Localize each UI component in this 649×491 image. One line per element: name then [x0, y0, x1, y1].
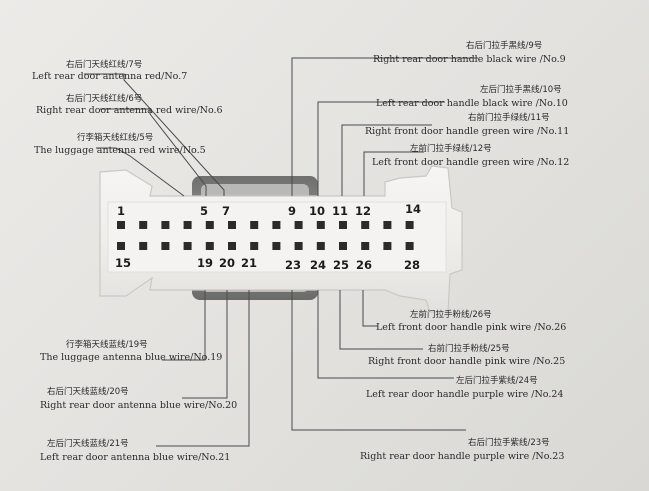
- pin-number-25: 25: [333, 258, 350, 272]
- pin-hole-4: [183, 221, 192, 229]
- label-no12-cn: 左前门拉手绿线/12号: [410, 144, 492, 154]
- pin-number-20: 20: [219, 256, 236, 270]
- pin-hole-19: [205, 242, 214, 250]
- leader-no9: [291, 57, 478, 196]
- pin-hole-20: [228, 242, 236, 250]
- pin-hole-12: [361, 221, 370, 229]
- leader-no23: [291, 290, 466, 431]
- pin-hole-18: [183, 242, 192, 250]
- label-no21-cn: 左后门天线蓝线/21号: [47, 439, 129, 449]
- pin-number-15: 15: [115, 256, 132, 270]
- leader-no6: [100, 108, 207, 196]
- label-no24-en: Left rear door handle purple wire /No.24: [366, 389, 564, 400]
- pin-hole-2: [139, 221, 148, 229]
- leader-no21: [156, 290, 250, 447]
- leader-lines: [84, 57, 478, 447]
- label-no11-en: Right front door handle green wire /No.1…: [365, 126, 570, 137]
- label-no10-cn: 左后门拉手黑线/10号: [480, 85, 562, 95]
- pin-number-12: 12: [355, 204, 372, 218]
- pin-number-23: 23: [285, 258, 302, 272]
- leader-no20: [182, 290, 228, 399]
- pin-hole-27: [383, 242, 392, 250]
- connector-face: [107, 201, 447, 273]
- pin-hole-10: [316, 221, 325, 229]
- leader-no10: [317, 101, 445, 196]
- label-no26-cn: 左前门拉手粉线/26号: [410, 310, 492, 320]
- label-no5-cn: 行李箱天线红线/5号: [77, 133, 154, 143]
- pin-number-26: 26: [356, 258, 373, 272]
- leader-no12: [363, 151, 424, 196]
- pin-hole-17: [161, 242, 170, 250]
- leader-no5: [96, 147, 185, 197]
- pin-hole-9: [294, 221, 303, 229]
- pin-hole-11: [339, 221, 347, 229]
- pin-number-28: 28: [404, 258, 421, 272]
- label-no21-en: Left rear door antenna blue wire/No.21: [40, 452, 231, 463]
- pin-hole-23: [294, 242, 303, 250]
- pin-hole-28: [405, 242, 414, 250]
- label-no20-en: Right rear door antenna blue wire/No.20: [40, 400, 238, 411]
- pin-number-9: 9: [288, 204, 297, 218]
- pin-hole-26: [361, 242, 370, 250]
- label-no9-cn: 右后门拉手黑线/9号: [466, 41, 543, 51]
- pin-number-1: 1: [117, 204, 126, 218]
- label-no12-en: Left front door handle green wire /No.12: [372, 157, 570, 168]
- label-no25-en: Right front door handle pink wire /No.25: [368, 356, 566, 367]
- pin-hole-14: [405, 221, 414, 229]
- pin-hole-16: [139, 242, 148, 250]
- pin-hole-8: [272, 221, 281, 229]
- label-no23-en: Right rear door handle purple wire /No.2…: [360, 451, 565, 462]
- leader-no19: [162, 290, 206, 361]
- pin-hole-25: [339, 242, 347, 250]
- label-no6-en: Right rear door antenna red wire/No.6: [36, 105, 223, 116]
- label-no6-cn: 右后门天线红线/6号: [66, 94, 143, 104]
- pin-number-14: 14: [405, 202, 422, 216]
- pin-number-5: 5: [200, 204, 209, 218]
- leader-no7: [84, 73, 225, 196]
- label-no11-cn: 右前门拉手绿线/11号: [468, 113, 550, 123]
- leader-no11: [341, 124, 432, 196]
- leader-no26: [362, 290, 378, 327]
- pin-holes: [117, 221, 414, 250]
- label-no10-en: Left rear door handle black wire /No.10: [376, 98, 568, 109]
- pin-hole-13: [383, 221, 392, 229]
- label-no25-cn: 右前门拉手粉线/25号: [428, 344, 510, 354]
- pin-hole-15: [117, 242, 125, 250]
- pin-hole-24: [316, 242, 325, 250]
- pin-hole-6: [228, 221, 236, 229]
- label-no9-en: Right rear door handle black wire /No.9: [373, 54, 566, 65]
- label-no7-en: Left rear door antenna red/No.7: [32, 71, 188, 82]
- pin-number-10: 10: [309, 204, 326, 218]
- label-no24-cn: 左后门拉手紫线/24号: [456, 376, 538, 386]
- pin-number-11: 11: [332, 204, 349, 218]
- pin-hole-22: [272, 242, 281, 250]
- leader-no25: [339, 290, 423, 350]
- pin-number-24: 24: [310, 258, 327, 272]
- pin-number-7: 7: [222, 204, 231, 218]
- label-no20-cn: 右后门天线蓝线/20号: [47, 387, 129, 397]
- leader-no24: [317, 290, 454, 379]
- pin-hole-5: [205, 221, 214, 229]
- label-no7-cn: 右后门天线红线/7号: [66, 60, 143, 70]
- label-no26-en: Left front door handle pink wire /No.26: [376, 322, 567, 333]
- pin-hole-3: [161, 221, 170, 229]
- pin-hole-1: [117, 221, 125, 229]
- label-no19-en: The luggage antenna blue wire/No.19: [40, 352, 223, 363]
- label-no19-cn: 行李箱天线蓝线/19号: [66, 340, 148, 350]
- label-no23-cn: 右后门拉手紫线/23号: [468, 438, 550, 448]
- label-no5-en: The luggage antenna red wire/No.5: [34, 145, 206, 156]
- pin-number-21: 21: [241, 256, 258, 270]
- pin-number-19: 19: [197, 256, 214, 270]
- pin-hole-21: [250, 242, 259, 250]
- pin-hole-7: [250, 221, 259, 229]
